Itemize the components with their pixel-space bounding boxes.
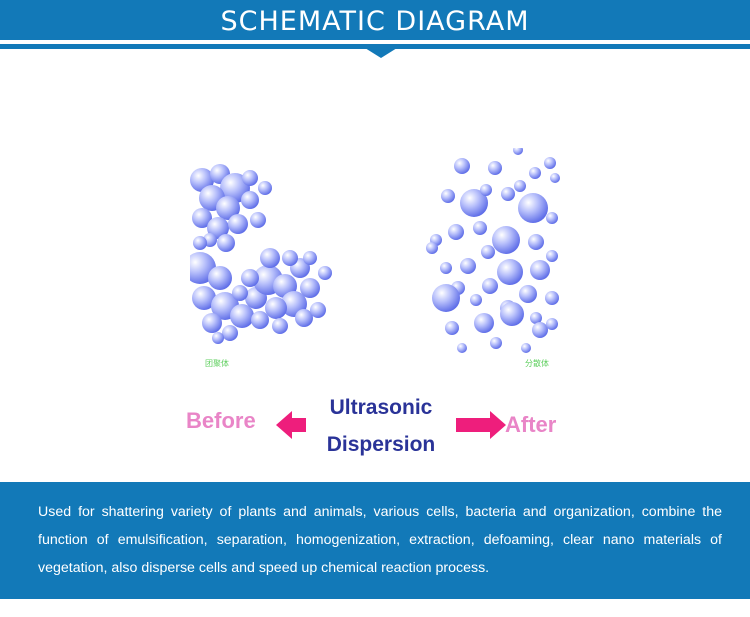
before-label: Before [186,408,256,433]
dispersion-figure [190,148,562,466]
dispersed-particle [546,318,558,330]
aggregated-particle [258,181,272,195]
aggregated-particle [193,236,207,250]
aggregated-particle [251,311,269,329]
aggregated-particle [295,309,313,327]
agglomerate-caption: 团聚体 [205,359,229,368]
dispersed-particle [519,285,537,303]
ultrasonic-label: Ultrasonic [329,396,433,419]
dispersed-particle [432,284,460,312]
dispersed-caption: 分散体 [525,359,549,368]
aggregated-particle [242,170,258,186]
dispersed-particle [529,167,541,179]
dispersed-particle [454,158,470,174]
dispersed-particle [501,187,515,201]
dispersed-particle [460,189,488,217]
aggregated-particle [222,325,238,341]
aggregated-particle [318,266,332,280]
dispersed-particle [500,302,524,326]
arrow-right-icon [456,411,506,439]
aggregated-particle [216,196,240,220]
aggregated-particle [202,313,222,333]
arrow-left-icon [276,411,306,439]
dispersed-particle [544,157,556,169]
dispersed-particle [518,193,548,223]
dispersed-particle [550,173,560,183]
aggregated-particle [241,269,259,287]
aggregated-particle [250,212,266,228]
description-panel: Used for shattering variety of plants an… [0,482,750,599]
dispersed-particle [448,224,464,240]
banner-notch [365,48,397,58]
dispersed-particle [457,343,467,353]
dispersed-particle [532,322,548,338]
dispersed-particle [528,234,544,250]
dispersed-particle [460,258,476,274]
agglomerate-left [190,164,332,344]
dispersion-label: Dispersion [326,433,436,456]
dispersed-particle [521,343,531,353]
aggregated-particle [282,250,298,266]
aggregated-particle [265,297,287,319]
dispersed-particle [545,291,559,305]
dispersed-particle [480,184,492,196]
dispersed-particle [492,226,520,254]
aggregated-particle [208,266,232,290]
dispersed-particle [445,321,459,335]
aggregated-particle [192,286,216,310]
after-label: After [505,412,557,437]
banner-underline [0,44,750,49]
aggregated-particle [232,285,248,301]
dispersed-particle [426,242,438,254]
dispersed-particle [441,189,455,203]
banner-bar [0,0,750,40]
header-banner: SCHEMATIC DIAGRAM [0,0,750,58]
dispersed-particle [474,313,494,333]
page-title: SCHEMATIC DIAGRAM [220,6,530,37]
dispersed-particle [530,260,550,280]
aggregated-particle [192,208,212,228]
dispersed-particle [488,161,502,175]
aggregated-particle [272,318,288,334]
aggregated-particle [212,332,224,344]
dispersed-particle [482,278,498,294]
dispersed-particle [490,337,502,349]
dispersed-particle [546,250,558,262]
dispersed-particle [530,312,542,324]
dispersed-right [426,148,560,353]
aggregated-particle [303,251,317,265]
particle-diagram [190,148,560,439]
dispersed-particle [481,245,495,259]
aggregated-particle [241,191,259,209]
aggregated-particle [230,304,254,328]
dispersed-particle [546,212,558,224]
dispersed-particle [497,259,523,285]
aggregated-particle [217,234,235,252]
aggregated-particle [310,302,326,318]
aggregated-particle [260,248,280,268]
dispersed-particle [440,262,452,274]
dispersed-particle [513,148,523,155]
description-text: Used for shattering variety of plants an… [38,504,722,576]
aggregated-particle [300,278,320,298]
dispersed-particle [470,294,482,306]
dispersed-particle [514,180,526,192]
dispersed-particle [473,221,487,235]
aggregated-particle [228,214,248,234]
